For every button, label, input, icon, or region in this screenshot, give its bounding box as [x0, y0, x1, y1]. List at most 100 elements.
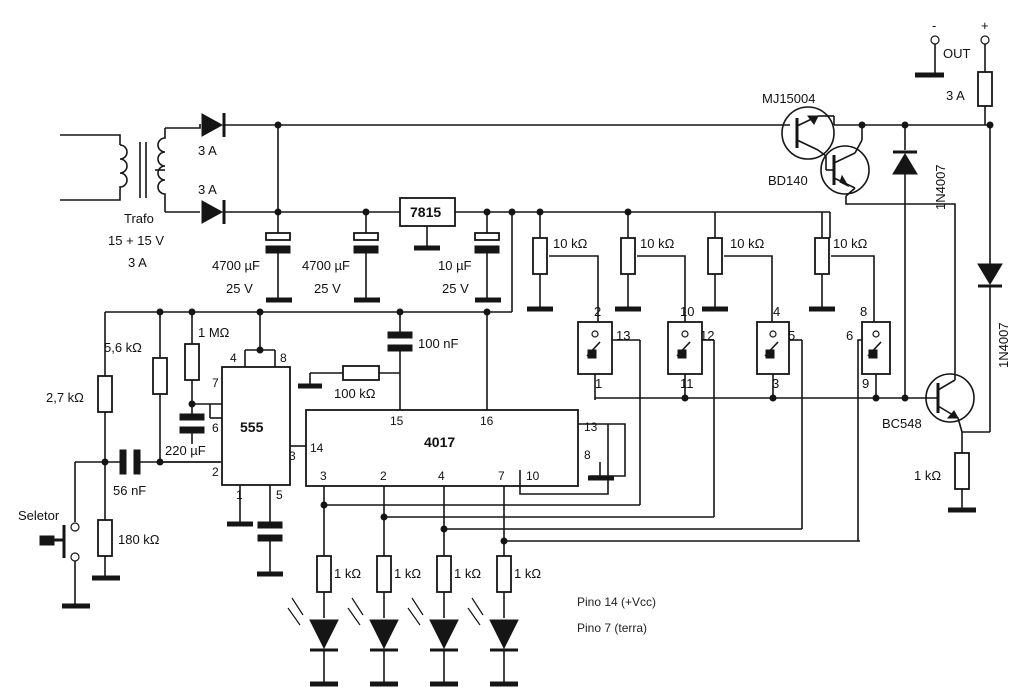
- potentiometer-1[interactable]: 10 kΩ: [527, 212, 599, 322]
- svg-text:10 kΩ: 10 kΩ: [553, 236, 588, 251]
- potentiometer-2[interactable]: 10 kΩ: [615, 212, 686, 322]
- svg-text:3 A: 3 A: [198, 182, 217, 197]
- svg-text:6: 6: [846, 328, 853, 343]
- svg-text:2: 2: [594, 304, 601, 319]
- svg-text:25 V: 25 V: [442, 281, 469, 296]
- svg-text:10: 10: [526, 469, 540, 483]
- resistor-1k-bc548: 1 kΩ: [914, 452, 976, 513]
- svg-text:1 kΩ: 1 kΩ: [454, 566, 481, 581]
- capacitor-10uf: 10 µF 25 V: [438, 212, 501, 303]
- capacitor-4700uf-2: 4700 µF 25 V: [302, 212, 380, 303]
- led-channel-4: 1 kΩ: [467, 486, 541, 687]
- svg-text:555: 555: [240, 419, 264, 435]
- svg-text:11: 11: [680, 376, 694, 391]
- resistor-100k: 100 kΩ: [298, 365, 400, 401]
- svg-text:1 kΩ: 1 kΩ: [514, 566, 541, 581]
- selector-switch[interactable]: Seletor: [18, 462, 90, 609]
- note-pin14: Pino 14 (+Vcc): [577, 595, 656, 609]
- svg-text:1 kΩ: 1 kΩ: [914, 468, 941, 483]
- transformer: Trafo 15 + 15 V 3 A: [60, 124, 201, 270]
- rectifier-diode-1: 3 A: [198, 113, 226, 158]
- svg-text:4: 4: [438, 469, 445, 483]
- svg-text:56 nF: 56 nF: [113, 483, 146, 498]
- resistor-2k7: 2,7 kΩ: [46, 375, 113, 520]
- svg-text:1: 1: [595, 376, 602, 391]
- output-terminals: - + OUT 3 A: [915, 18, 993, 125]
- svg-text:BC548: BC548: [882, 416, 922, 431]
- svg-text:100 nF: 100 nF: [418, 336, 459, 351]
- led-channel-2: 1 kΩ: [347, 486, 421, 687]
- transistor-bd140: BD140: [768, 125, 956, 380]
- svg-text:5,6 kΩ: 5,6 kΩ: [104, 340, 142, 355]
- svg-text:5: 5: [276, 488, 283, 502]
- note-pin7: Pino 7 (terra): [577, 621, 647, 635]
- resistor-1m: 1 MΩ: [184, 312, 230, 404]
- ic-4017: 4017 15 16 14 13 8 3 2 4 7 10: [305, 409, 626, 495]
- led-channel-1: 1 kΩ: [287, 486, 361, 687]
- svg-text:10 µF: 10 µF: [438, 258, 472, 273]
- potentiometer-4[interactable]: 10 kΩ: [809, 212, 875, 322]
- capacitor-4700uf-1: 4700 µF 25 V: [212, 212, 292, 303]
- svg-text:10: 10: [680, 304, 694, 319]
- led-channel-3: 1 kΩ: [407, 486, 481, 687]
- selector-label: Seletor: [18, 508, 60, 523]
- svg-text:1N4007: 1N4007: [996, 322, 1011, 368]
- svg-text:12: 12: [700, 328, 714, 343]
- svg-text:7815: 7815: [410, 204, 441, 220]
- svg-text:-: -: [932, 18, 936, 33]
- svg-text:220 µF: 220 µF: [165, 443, 206, 458]
- svg-text:1 kΩ: 1 kΩ: [334, 566, 361, 581]
- transformer-name: Trafo: [124, 211, 154, 226]
- svg-text:2: 2: [380, 469, 387, 483]
- svg-text:14: 14: [310, 441, 324, 455]
- resistor-5k6: 5,6 kΩ: [104, 312, 168, 462]
- svg-text:10 kΩ: 10 kΩ: [640, 236, 675, 251]
- svg-text:1 MΩ: 1 MΩ: [198, 325, 230, 340]
- svg-text:+: +: [981, 18, 989, 33]
- svg-text:4: 4: [230, 351, 237, 365]
- potentiometer-3[interactable]: 10 kΩ: [702, 212, 773, 322]
- svg-text:6: 6: [212, 421, 219, 435]
- svg-text:4017: 4017: [424, 434, 455, 450]
- svg-text:180 kΩ: 180 kΩ: [118, 532, 160, 547]
- analog-switch-2: 10 12 11: [667, 304, 715, 517]
- svg-text:2,7 kΩ: 2,7 kΩ: [46, 390, 84, 405]
- capacitor-100nf: 100 nF: [387, 312, 459, 410]
- analog-switch-4: 8 6 9: [846, 304, 891, 541]
- diode-1n4007-1: 1N4007: [892, 125, 948, 398]
- svg-text:MJ15004: MJ15004: [762, 91, 815, 106]
- svg-text:9: 9: [862, 376, 869, 391]
- svg-text:2: 2: [212, 465, 219, 479]
- capacitor-220uf: 220 µF: [165, 400, 206, 458]
- rectifier-diode-2: 3 A: [198, 182, 226, 224]
- transformer-rating: 15 + 15 V: [108, 233, 164, 248]
- svg-text:7: 7: [498, 469, 505, 483]
- svg-text:1: 1: [236, 488, 243, 502]
- svg-text:8: 8: [584, 448, 591, 462]
- svg-text:3 A: 3 A: [198, 143, 217, 158]
- svg-text:3: 3: [320, 469, 327, 483]
- svg-text:4700 µF: 4700 µF: [212, 258, 260, 273]
- svg-text:OUT: OUT: [943, 46, 971, 61]
- svg-text:10 kΩ: 10 kΩ: [730, 236, 765, 251]
- ic-555: 555 4 8 7 6 2 1 5 3: [160, 312, 306, 577]
- transistor-bc548: BC548: [882, 373, 975, 453]
- svg-text:15: 15: [390, 414, 404, 428]
- svg-text:4700 µF: 4700 µF: [302, 258, 350, 273]
- diode-1n4007-2: 1N4007: [962, 125, 1011, 433]
- svg-text:7: 7: [212, 376, 219, 390]
- fuse-rating: 3 A: [946, 88, 965, 103]
- svg-text:BD140: BD140: [768, 173, 808, 188]
- svg-text:5: 5: [788, 328, 795, 343]
- regulator-7815: 7815: [399, 197, 456, 251]
- svg-text:4: 4: [773, 304, 780, 319]
- analog-switch-3: 4 5 3: [756, 304, 803, 529]
- svg-text:8: 8: [280, 351, 287, 365]
- svg-text:8: 8: [860, 304, 867, 319]
- svg-text:13: 13: [584, 420, 598, 434]
- svg-text:25 V: 25 V: [314, 281, 341, 296]
- analog-switch-1: 2 13 1: [577, 304, 641, 505]
- svg-text:1 kΩ: 1 kΩ: [394, 566, 421, 581]
- svg-text:100 kΩ: 100 kΩ: [334, 386, 376, 401]
